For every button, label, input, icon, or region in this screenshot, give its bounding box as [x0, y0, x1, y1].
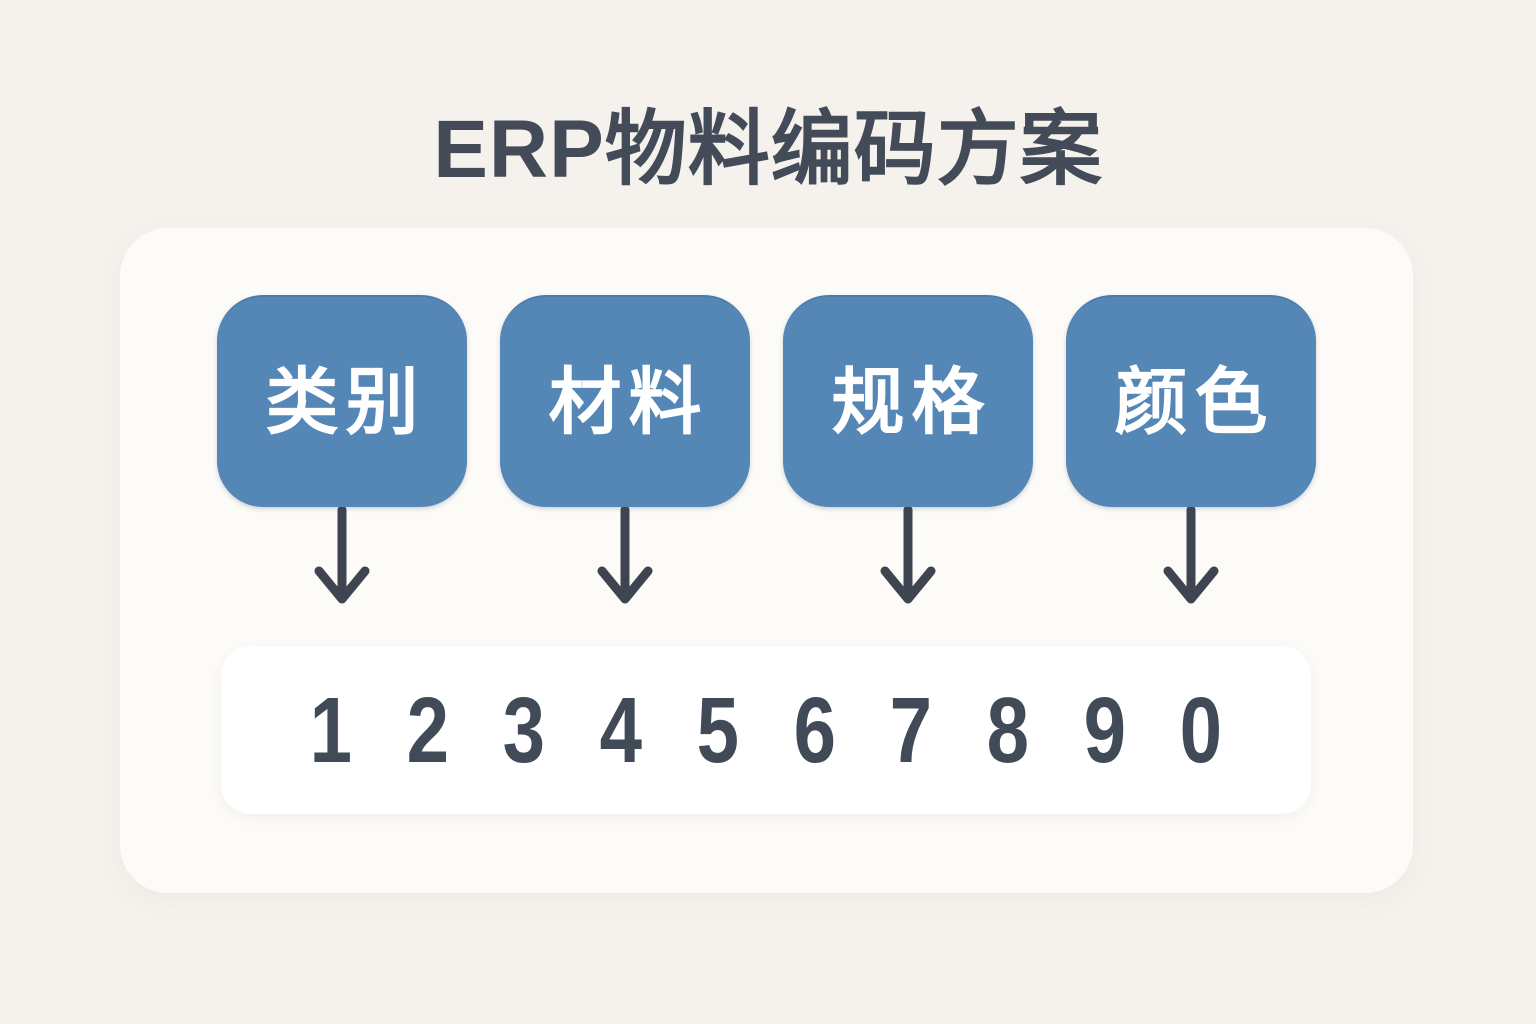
field-label-category: 类别 — [265, 361, 426, 443]
code-digit: 1 — [309, 677, 352, 782]
down-arrow-icon — [880, 507, 936, 604]
field-box-specification: 规格 — [783, 295, 1033, 507]
code-digit: 8 — [986, 677, 1030, 782]
code-digit: 6 — [793, 677, 836, 782]
field-label-material: 材料 — [548, 361, 709, 443]
code-digit: 4 — [599, 677, 643, 782]
scheme-card: 类别 材料 规格 — [120, 228, 1413, 893]
down-arrow-icon — [1163, 507, 1219, 604]
code-digit: 5 — [696, 677, 739, 782]
field-column-category: 类别 — [217, 295, 467, 628]
page-title: ERP物料编码方案 — [433, 104, 1103, 195]
field-box-category: 类别 — [217, 295, 467, 507]
code-digit: 9 — [1083, 677, 1126, 782]
down-arrow-icon — [314, 507, 370, 604]
field-label-specification: 规格 — [831, 361, 992, 443]
field-column-material: 材料 — [500, 295, 750, 628]
down-arrow-icon — [597, 507, 653, 604]
field-box-material: 材料 — [500, 295, 750, 507]
field-box-color: 颜色 — [1066, 295, 1316, 507]
field-label-color: 颜色 — [1114, 361, 1275, 443]
code-digit: 7 — [889, 677, 933, 782]
code-digit: 2 — [406, 677, 449, 782]
code-digit: 0 — [1180, 677, 1223, 782]
code-digit: 3 — [502, 677, 546, 782]
field-column-specification: 规格 — [783, 295, 1033, 628]
field-columns: 类别 材料 规格 — [217, 295, 1316, 628]
field-column-color: 颜色 — [1066, 295, 1316, 628]
